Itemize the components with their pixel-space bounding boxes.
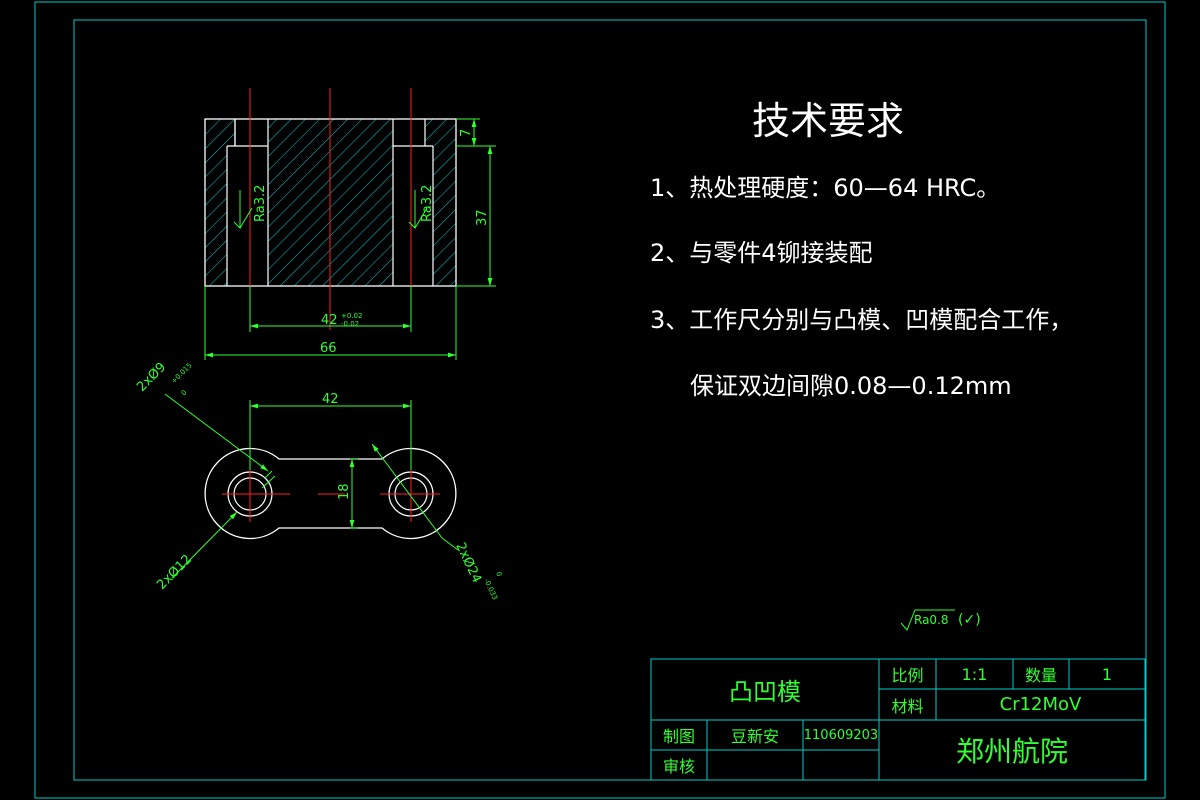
general-roughness-value: Ra0.8 [914, 613, 949, 627]
roughness-label-left: Ra3.2 [253, 185, 268, 222]
plan-view: 42 18 2xØ9 +0.015 0 2xØ12 2xØ24 0 -0.033 [134, 360, 503, 601]
dim-hole-spacing-tol-upper: +0.02 [341, 312, 362, 320]
dim-hole-spacing [249, 286, 412, 332]
roughness-symbol-left [233, 190, 253, 230]
drawn-id: 110609203 [803, 727, 879, 743]
hatch-left-top [227, 119, 235, 146]
hatch-right-wall [433, 119, 456, 286]
hatch-left-wall [205, 119, 227, 286]
requirement-item-3-continued: 保证双边间隙0.08—0.12mm [690, 372, 1012, 400]
dim-hole-spacing-label: 42 [321, 313, 338, 328]
leader-boss-diameter [371, 443, 459, 551]
dim-hole-small-label: 2xØ9 [134, 360, 169, 395]
quantity-value: 1 [1101, 664, 1113, 684]
general-roughness-symbol [900, 609, 955, 631]
dim-hole-medium-label: 2xØ12 [154, 552, 195, 593]
material-label: 材料 [891, 696, 924, 716]
inner-frame [73, 19, 1147, 781]
dim-web-width [349, 458, 358, 529]
dim-boss-diameter-label: 2xØ24 [452, 540, 484, 585]
section-view: Ra3.2 Ra3.2 7 37 42 +0.02 -0.02 [204, 88, 496, 360]
plan-outline [204, 447, 457, 540]
dim-hole-spacing-tol-lower: -0.02 [341, 320, 359, 328]
part-name: 凸凹模 [729, 678, 801, 706]
drawn-label: 制图 [662, 727, 695, 746]
dim-height-label: 37 [475, 209, 490, 226]
hatch-right-top [425, 119, 433, 146]
dim-height [456, 146, 496, 287]
dim-overall-width [204, 286, 457, 360]
requirement-item-2: 2、与零件4铆接装配 [650, 239, 873, 267]
outer-frame [34, 1, 1166, 799]
material-value: Cr12MoV [999, 694, 1082, 715]
dim-center-distance-label: 42 [322, 392, 339, 407]
roughness-symbol-right [408, 190, 428, 230]
technical-requirements-heading: 技术要求 [752, 99, 905, 143]
dim-top-step-label: 7 [459, 129, 474, 137]
requirement-item-3: 3、工作尺分别与凸模、凹模配合工作， [650, 306, 1074, 334]
leader-hole-small [164, 393, 276, 489]
title-block-grid [650, 658, 1146, 781]
dim-boss-tol-lower: -0.033 [482, 577, 499, 601]
requirement-item-1: 1、热处理硬度：60—64 HRC。 [650, 174, 1001, 202]
dim-overall-width-label: 66 [320, 341, 337, 356]
dim-hole-small-tol-upper: +0.015 [170, 361, 194, 385]
dim-boss-tol-upper: 0 [494, 570, 503, 577]
leader-hole-medium [171, 470, 273, 579]
scale-value: 1:1 [961, 664, 988, 684]
checked-label: 审核 [662, 757, 695, 776]
roughness-label-right: Ra3.2 [420, 185, 435, 222]
dim-hole-small-tol-lower: 0 [180, 389, 189, 398]
scale-label: 比例 [891, 666, 924, 685]
drawn-name: 豆新安 [730, 727, 779, 746]
dim-center-distance [249, 400, 412, 470]
quantity-label: 数量 [1024, 666, 1057, 685]
institution-name: 郑州航院 [955, 735, 1068, 768]
dim-web-width-label: 18 [337, 483, 352, 500]
general-roughness-suffix: (✓) [958, 612, 981, 628]
